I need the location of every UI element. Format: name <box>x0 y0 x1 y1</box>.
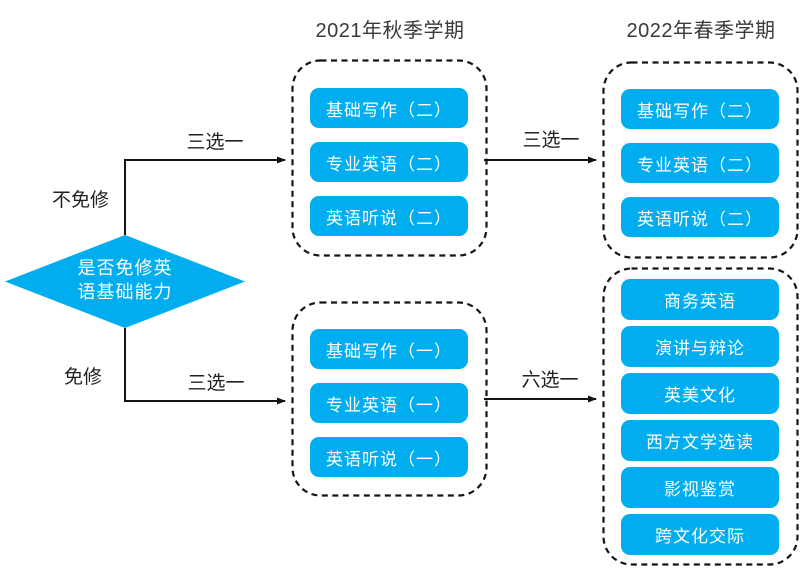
course-group-spring-exempt: 商务英语 演讲与辩论 英美文化 西方文学选读 影视鉴赏 跨文化交际 <box>621 279 779 555</box>
dashed-box-fall-exempt <box>291 301 488 497</box>
edge-label-choose-3-bottom-left: 三选一 <box>187 373 245 394</box>
column-header-spring-2022: 2022年春季学期 <box>626 20 776 42</box>
edge-label-choose-3-top-mid: 三选一 <box>522 130 580 151</box>
course-pill: 英语听说（二） <box>310 196 468 236</box>
course-pill: 基础写作（二） <box>621 89 779 129</box>
branch-label-exempt: 免修 <box>64 367 103 388</box>
course-pill: 基础写作（一） <box>310 329 468 369</box>
edge-label-choose-3-top-left: 三选一 <box>186 132 244 153</box>
decision-label-line1: 是否免修英 <box>77 258 173 278</box>
dashed-box-spring-exempt <box>602 267 799 566</box>
course-pill: 专业英语（二） <box>310 142 468 182</box>
decision-diamond <box>5 235 245 328</box>
course-pill: 专业英语（二） <box>621 143 779 183</box>
course-pill: 影视鉴赏 <box>621 467 779 508</box>
course-pill: 西方文学选读 <box>621 420 779 461</box>
connector-top-branch <box>124 156 286 235</box>
branch-label-not-exempt: 不免修 <box>52 190 110 211</box>
dashed-box-spring-not-exempt <box>602 61 799 259</box>
dashed-box-fall-not-exempt <box>291 59 488 257</box>
course-pill: 跨文化交际 <box>621 514 779 555</box>
course-group-fall-exempt: 基础写作（一） 专业英语（一） 英语听说（一） <box>310 329 468 477</box>
connector-bottom-branch <box>124 328 286 405</box>
course-pill: 商务英语 <box>621 279 779 320</box>
decision-label-line2: 语基础能力 <box>77 282 173 302</box>
course-pill: 英美文化 <box>621 373 779 414</box>
course-group-fall-not-exempt: 基础写作（二） 专业英语（二） 英语听说（二） <box>310 88 468 236</box>
column-header-fall-2021: 2021年秋季学期 <box>315 20 465 42</box>
course-pill: 基础写作（二） <box>310 88 468 128</box>
course-pill: 英语听说（一） <box>310 437 468 477</box>
course-group-spring-not-exempt: 基础写作（二） 专业英语（二） 英语听说（二） <box>621 89 779 237</box>
course-pill: 演讲与辩论 <box>621 326 779 367</box>
course-pill: 英语听说（二） <box>621 197 779 237</box>
course-pill: 专业英语（一） <box>310 383 468 423</box>
edge-label-choose-6-bottom-mid: 六选一 <box>521 370 579 391</box>
decision-label: 是否免修英 语基础能力 <box>25 256 225 304</box>
